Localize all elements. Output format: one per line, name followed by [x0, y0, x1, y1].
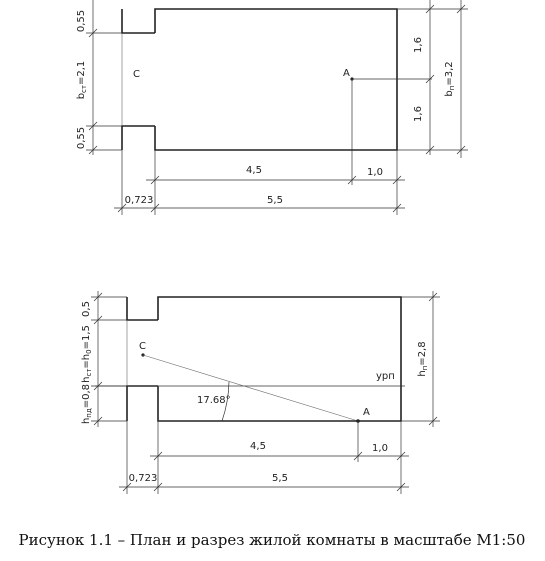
- plan-wall-outline: [154, 8, 398, 151]
- section-dim-bottom-45: 4,5: [250, 441, 266, 452]
- plan-dim-right-bot: 1,6: [413, 106, 424, 122]
- plan-wall-top-stub: [121, 9, 155, 34]
- plan-dim-left-mid: bст=2,1: [76, 61, 88, 100]
- section-dim-left-top: 0,5: [81, 301, 92, 317]
- section-angle-arc: [221, 381, 230, 422]
- section-level-label: урп: [376, 371, 395, 382]
- section-wall-bottom-stub: [126, 385, 158, 421]
- section-dim-bottom-10: 1,0: [372, 443, 388, 454]
- section-angle-label: 17.68°: [197, 395, 231, 406]
- plan-point-c: С: [133, 69, 140, 80]
- section-wall-top-stub: [126, 297, 158, 321]
- section-dim-bottom-0723: 0,723: [129, 473, 158, 484]
- section-point-c-label: С: [139, 341, 146, 352]
- section-view: 0,5 hст=h0=1,5 hпд=0,8 урп С А 17.68° hп…: [81, 291, 440, 494]
- plan-dim-left-bot: 0,55: [76, 127, 87, 149]
- section-dim-right: hп=2,8: [417, 341, 429, 376]
- plan-view: 0,55 bст=2,1 0,55 С А 1,6 1,6 bп=3,2 4,5…: [76, 0, 468, 215]
- plan-wall-bottom-stub: [121, 125, 155, 150]
- plan-dim-bottom-55: 5,5: [267, 195, 283, 206]
- plan-dim-bottom-0723: 0,723: [125, 195, 154, 206]
- section-sight-line: [142, 354, 359, 422]
- plan-dim-right-top: 1,6: [413, 37, 424, 53]
- plan-dim-total-b: bп=3,2: [444, 61, 456, 96]
- plan-point-a-label: А: [343, 68, 350, 79]
- section-dim-left-mid: hст=h0=1,5: [81, 325, 93, 383]
- section-dim-bottom-55: 5,5: [272, 473, 288, 484]
- section-wall-outline: [157, 296, 402, 422]
- plan-dim-left-top: 0,55: [76, 10, 87, 32]
- section-point-a-label: А: [363, 407, 370, 418]
- figure-caption: Рисунок 1.1 – План и разрез жилой комнат…: [19, 531, 526, 549]
- section-dim-left-bot: hпд=0,8: [81, 384, 93, 424]
- plan-dim-bottom-10: 1,0: [367, 167, 383, 178]
- plan-dim-bottom-45: 4,5: [246, 165, 262, 176]
